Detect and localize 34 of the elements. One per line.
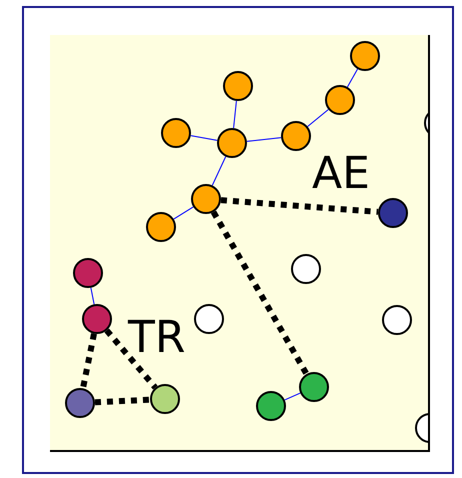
group-label: TR	[128, 316, 186, 360]
link-line	[346, 68, 358, 88]
circle-node	[291, 254, 321, 284]
circle-node	[217, 128, 247, 158]
circle-node	[325, 85, 355, 115]
link-line	[284, 392, 301, 400]
dotted-link	[80, 333, 97, 389]
circle-node	[299, 372, 329, 402]
circle-node	[161, 118, 191, 148]
circle-node	[146, 212, 176, 242]
circle-node	[223, 71, 253, 101]
circle-node	[281, 121, 311, 151]
link-line	[190, 135, 218, 141]
group-label: AE	[312, 152, 370, 196]
link-line	[307, 109, 329, 127]
link-line	[233, 100, 237, 129]
circle-node	[191, 184, 221, 214]
link-line	[212, 156, 226, 186]
dotted-link	[220, 197, 378, 215]
circle-node	[194, 304, 224, 334]
link-line	[173, 206, 194, 220]
circle-node	[382, 305, 412, 335]
link-line	[246, 137, 282, 142]
dotted-link	[210, 210, 310, 376]
circle-node	[378, 198, 408, 228]
dotted-link	[104, 328, 158, 390]
circle-node	[150, 384, 180, 414]
circle-node	[256, 391, 286, 421]
circle-node	[82, 304, 112, 334]
dotted-link	[94, 396, 150, 406]
circle-node	[65, 388, 95, 418]
link-line	[90, 287, 95, 305]
circle-node	[350, 41, 380, 71]
circle-node	[73, 258, 103, 288]
